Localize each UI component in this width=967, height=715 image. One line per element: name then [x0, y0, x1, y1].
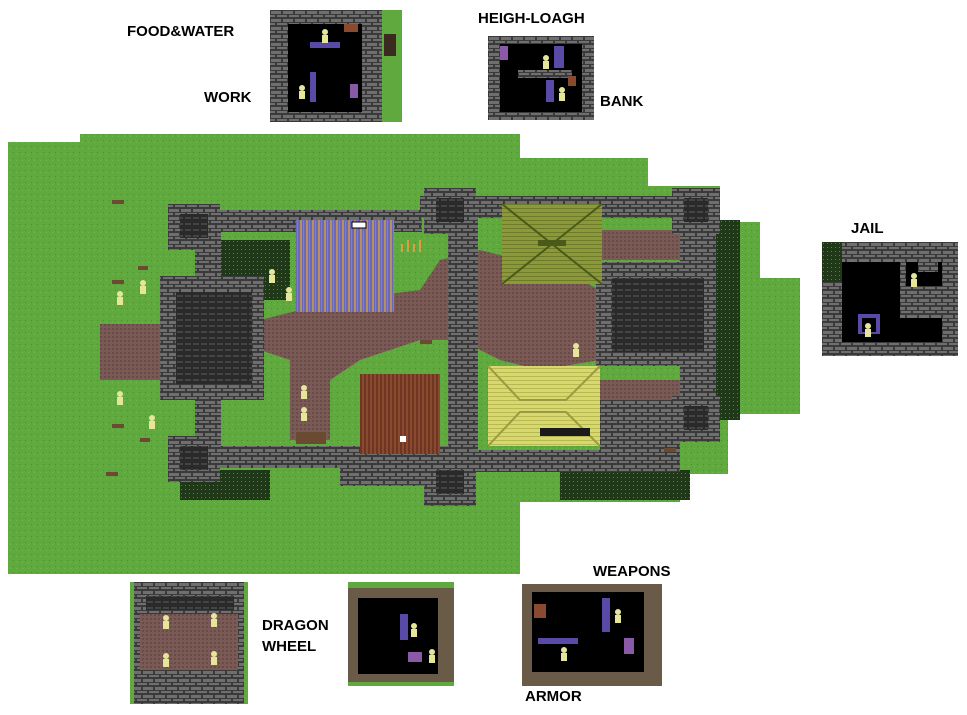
courtyard-interior [130, 582, 248, 704]
food-water-label: FOOD&WATER [127, 23, 235, 40]
dragon-label: DRAGON [262, 617, 329, 634]
jail-interior [822, 242, 958, 356]
dragon-wheel-interior [348, 582, 454, 686]
weapons-armor-interior [522, 584, 662, 686]
armor-label: ARMOR [525, 688, 582, 705]
heigh-loagh-bank-interior [488, 36, 594, 120]
weapons-label: WEAPONS [593, 563, 671, 580]
jail-label: JAIL [851, 220, 884, 237]
food-water-work-interior [270, 10, 402, 122]
wheel-label: WHEEL [262, 638, 317, 655]
bank-label: BANK [600, 93, 644, 110]
work-label: WORK [204, 89, 252, 106]
heigh-loagh-label: HEIGH-LOAGH [478, 10, 585, 27]
